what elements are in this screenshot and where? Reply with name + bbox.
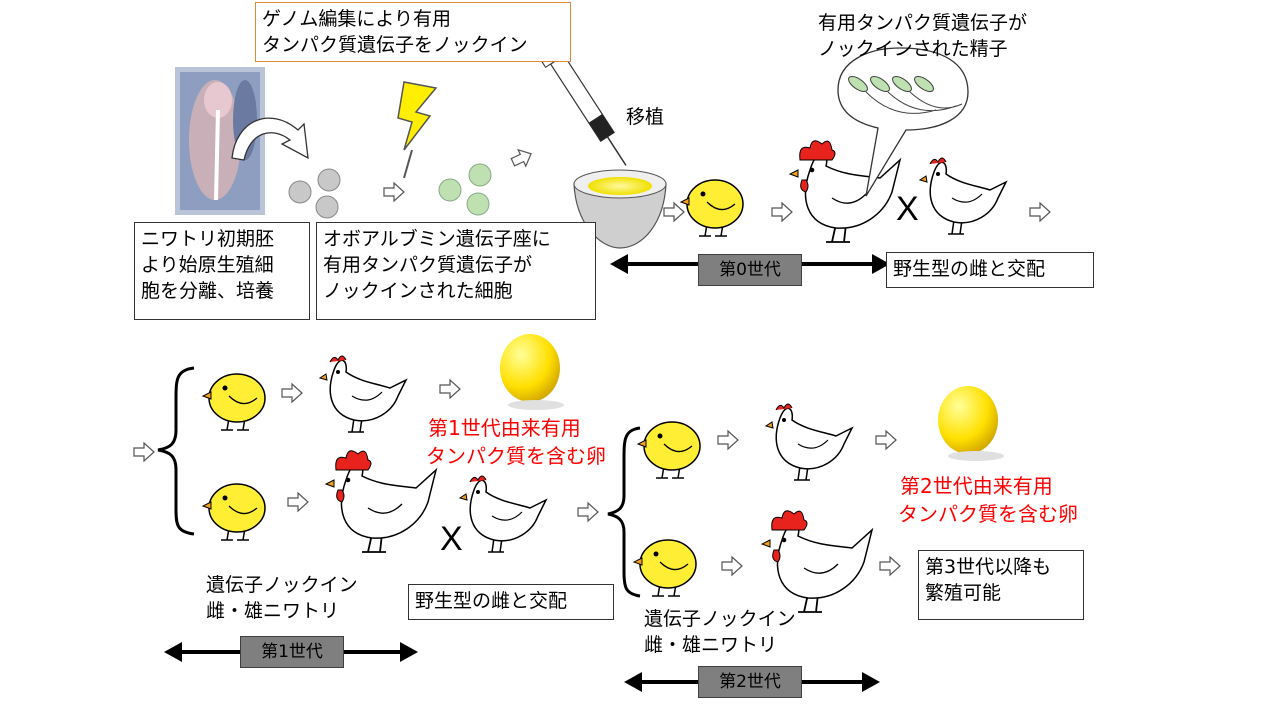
cross-mark-top: X — [896, 190, 919, 228]
isolate-line-2: より始原生殖細 — [141, 254, 274, 276]
knockin-hens-2-line-1: 遺伝子ノックイン — [644, 608, 796, 630]
gen1-label: 第1世代 — [240, 636, 344, 668]
lightning-icon — [397, 81, 438, 151]
sperm-bubble-icon — [837, 47, 969, 197]
knockin-hens-2: 遺伝子ノックイン 雌・雄ニワトリ — [644, 606, 796, 658]
isolate-line-3: 胞を分離、培養 — [141, 280, 275, 302]
bowl-icon — [573, 169, 667, 249]
genome-edit-line-1: ゲノム編集により有用 — [262, 8, 452, 30]
egg-icon — [500, 334, 560, 402]
isolate-line-1: ニワトリ初期胚 — [141, 228, 275, 250]
brace-icon — [157, 366, 195, 536]
transplant-label: 移植 — [626, 106, 665, 128]
gen3-line-2: 繁殖可能 — [925, 582, 1002, 604]
knockin-cell-line-1: オボアルブミン遺伝子座に — [323, 228, 551, 250]
egg1-label: 第1世代由来有用 タンパク質を含む卵 — [426, 414, 606, 470]
egg2-line-1: 第2世代由来有用 — [900, 474, 1053, 498]
genome-edit-line-2: タンパク質遺伝子をノックイン — [262, 34, 528, 56]
egg2-line-2: タンパク質を含む卵 — [898, 502, 1078, 526]
isolate-cells-box: ニワトリ初期胚 より始原生殖細 胞を分離、培養 — [134, 222, 310, 320]
knockin-cell-line-2: 有用タンパク質遺伝子が — [323, 254, 533, 276]
sperm-label: 有用タンパク質遺伝子が ノックインされた精子 — [818, 10, 1027, 62]
sperm-label-line-2: ノックインされた精子 — [818, 38, 1008, 60]
knockin-hens-1: 遺伝子ノックイン 雌・雄ニワトリ — [206, 572, 358, 624]
curved-arrow-icon — [231, 117, 309, 161]
knockin-cell-line-3: ノックインされた細胞 — [323, 280, 513, 302]
sperm-label-line-1: 有用タンパク質遺伝子が — [818, 12, 1028, 34]
gen0-label: 第0世代 — [698, 254, 802, 286]
knockin-hens-1-line-2: 雌・雄ニワトリ — [206, 600, 340, 622]
egg1-line-2: タンパク質を含む卵 — [426, 444, 606, 468]
knockin-cell-box: オボアルブミン遺伝子座に 有用タンパク質遺伝子が ノックインされた細胞 — [316, 222, 596, 320]
gen3-box: 第3世代以降も 繁殖可能 — [918, 550, 1084, 620]
knockin-hens-1-line-1: 遺伝子ノックイン — [206, 574, 358, 596]
egg1-line-1: 第1世代由来有用 — [428, 416, 581, 440]
mate-box-top: 野生型の雌と交配 — [886, 252, 1094, 288]
egg2-label: 第2世代由来有用 タンパク質を含む卵 — [898, 472, 1078, 528]
genome-edit-label: ゲノム編集により有用 タンパク質遺伝子をノックイン — [255, 2, 571, 62]
mate-box-bottom: 野生型の雌と交配 — [408, 584, 614, 620]
cross-mark-bottom: X — [440, 520, 463, 558]
gen3-line-1: 第3世代以降も — [925, 556, 1052, 578]
gen2-label: 第2世代 — [698, 666, 802, 698]
knockin-hens-2-line-2: 雌・雄ニワトリ — [644, 634, 778, 656]
